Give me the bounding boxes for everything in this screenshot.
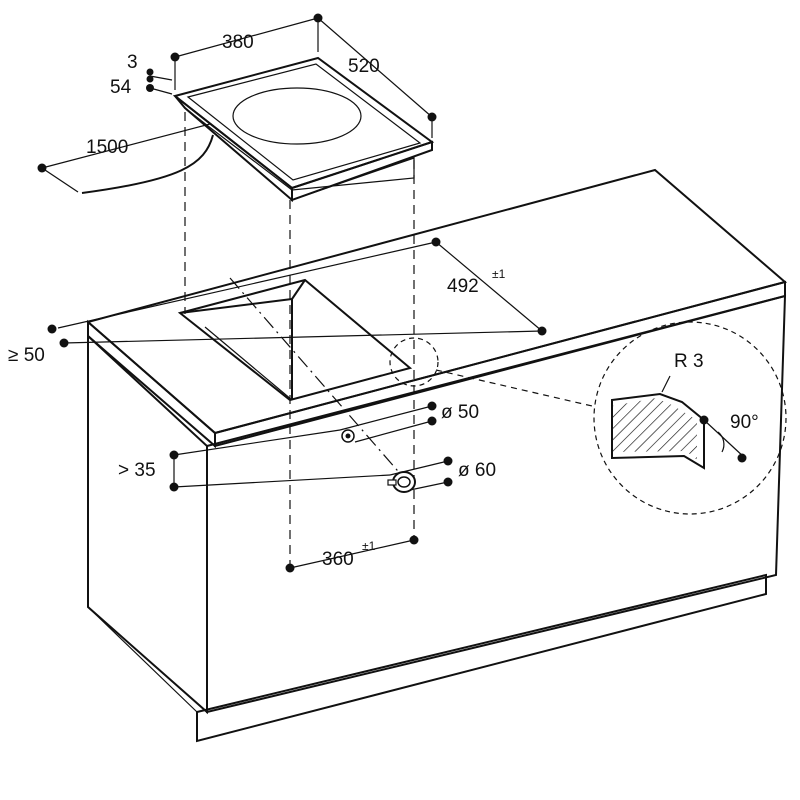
projection-lines (184, 112, 415, 568)
dim-min35-label: > 35 (118, 460, 156, 481)
edge-detail-callout (389, 321, 787, 515)
detail-radius-label: R 3 (674, 351, 704, 372)
dim-hole60-label: ø 60 (458, 460, 496, 481)
power-cable (81, 134, 214, 194)
dim-edge-label: ≥ 50 (8, 345, 45, 366)
dim-cutout-width-tolerance: ±1 (362, 539, 376, 553)
fixing-points (341, 429, 416, 493)
dim-cutout-depth-label: 492 (447, 276, 479, 297)
dim-gap-label: 3 (127, 52, 138, 73)
dim-width-label: 380 (222, 32, 254, 53)
dim-height-label: 54 (110, 77, 132, 98)
dimension-lines (37, 13, 547, 573)
dim-cutout-depth-tolerance: ±1 (492, 267, 506, 281)
cabinet (85, 168, 788, 743)
dim-depth-label: 520 (348, 56, 380, 77)
dim-hole50-label: ø 50 (441, 402, 479, 423)
induction-hob (81, 56, 435, 203)
cooking-zone (232, 87, 362, 145)
countertop-cutout (177, 278, 413, 402)
dim-cutout-width-label: 360 (322, 549, 354, 570)
detail-angle-label: 90° (730, 412, 759, 433)
dim-cable-label: 1500 (86, 137, 128, 158)
